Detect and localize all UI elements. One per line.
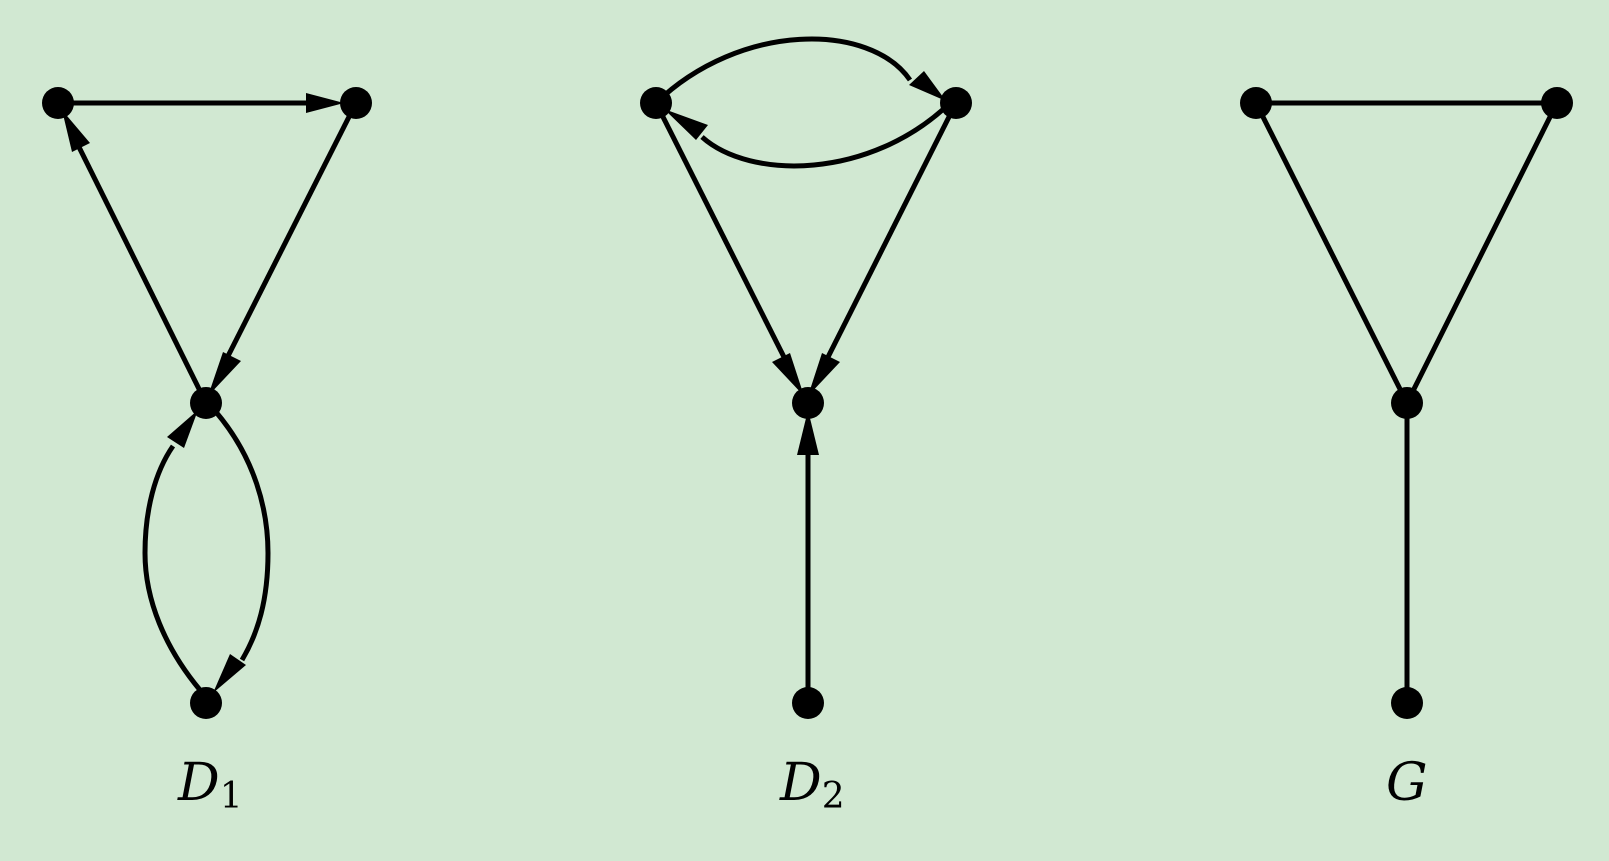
vertex-d1-top-right	[340, 87, 372, 119]
graph-label-d2-subscript: 2	[822, 776, 845, 817]
vertex-d1-bottom	[190, 687, 222, 719]
arrowhead-d1-topleft	[62, 110, 90, 152]
edge-d2-topright-center	[821, 101, 959, 367]
arrowhead-d1-bottom	[213, 654, 246, 693]
graph-label-d1-subscript: 1	[220, 776, 243, 817]
arrowhead-d1-topright	[306, 93, 344, 113]
arrowhead-d1-center-from-topright	[208, 352, 241, 396]
vertex-g-center	[1391, 387, 1423, 419]
vertex-d2-top-right	[940, 87, 972, 119]
vertex-d2-top-left	[640, 87, 672, 119]
arrowhead-d2-center-from-topleft	[772, 353, 804, 396]
arrowhead-d2-topright	[909, 71, 946, 101]
vertex-d2-bottom	[792, 687, 824, 719]
arrowhead-d2-topleft	[664, 109, 708, 140]
graph-g: G	[1240, 87, 1573, 813]
vertex-d1-center	[190, 387, 222, 419]
edge-d2-topleft-center	[653, 101, 791, 367]
arrowhead-d1-center-from-bottom	[167, 410, 198, 448]
edge-g-topleft-center	[1253, 101, 1410, 405]
graph-label-d1: D1	[177, 753, 243, 817]
arrowhead-d2-center-from-bottom	[797, 410, 819, 455]
graph-label-d1-main: D	[177, 753, 220, 813]
edge-d2-topright-topleft	[700, 101, 952, 169]
graph-label-g-main: G	[1386, 753, 1428, 813]
graph-d2: D2	[640, 36, 972, 817]
edge-d1-bottom-center	[142, 444, 202, 692]
vertex-g-top-left	[1240, 87, 1272, 119]
edge-d1-center-topleft	[73, 139, 209, 405]
arrowhead-d2-center-from-topright	[808, 353, 840, 396]
vertex-d1-top-left	[42, 87, 74, 119]
graph-label-g: G	[1386, 753, 1428, 813]
graph-label-d2: D2	[779, 753, 845, 817]
edge-d1-center-bottom	[214, 410, 271, 662]
vertex-d2-center	[792, 387, 824, 419]
edge-d1-topright-center	[221, 101, 359, 366]
vertex-g-bottom	[1391, 687, 1423, 719]
edge-d2-topleft-topright	[654, 36, 913, 105]
edge-g-topright-center	[1404, 101, 1560, 405]
graph-label-d2-main: D	[779, 753, 822, 813]
graph-d1: D1	[42, 87, 372, 817]
vertex-g-top-right	[1541, 87, 1573, 119]
